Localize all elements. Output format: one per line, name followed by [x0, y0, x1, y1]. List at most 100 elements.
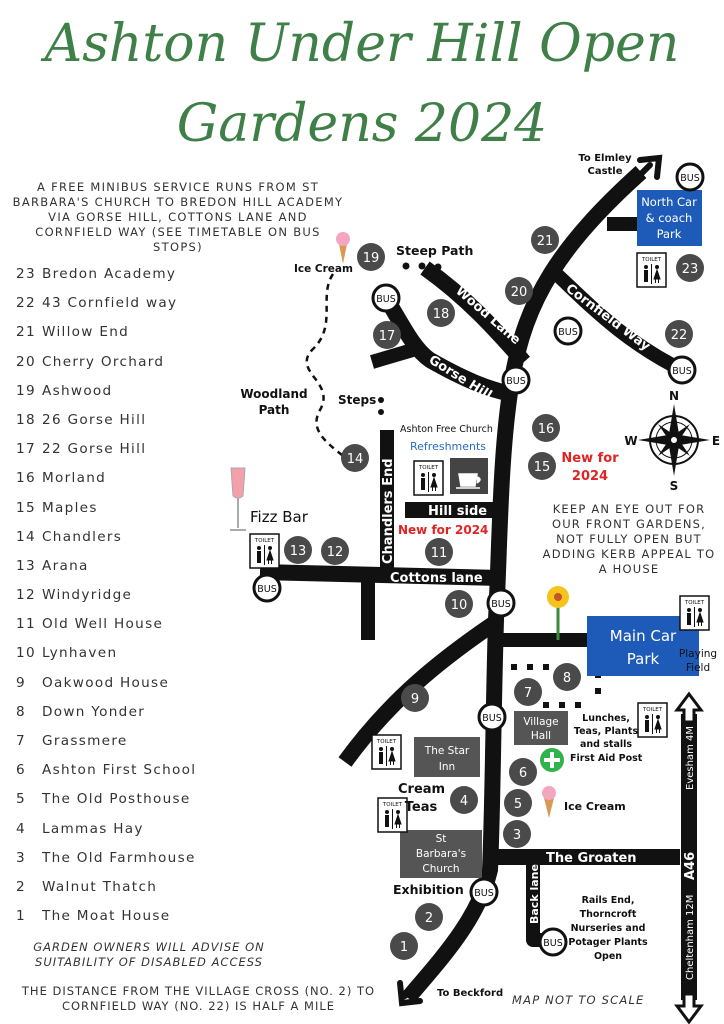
- garden-marker-5[interactable]: [504, 789, 532, 817]
- bus-stop-icon[interactable]: [469, 877, 499, 907]
- bus-stop-label: BUS: [543, 938, 563, 949]
- front-gardens-note: Keep an eye out for our front gardens, n…: [542, 502, 716, 576]
- toilet-icons: TOILETTOILETTOILETTOILETTOILETTOILETTOIL…: [249, 252, 710, 833]
- garden-marker-number: 1: [400, 940, 408, 955]
- title-line-1: Ashton Under Hill Open: [44, 14, 680, 74]
- bus-stop-icon[interactable]: [252, 573, 282, 603]
- garden-marker-number: 13: [290, 544, 307, 559]
- garden-marker-10[interactable]: [445, 590, 473, 618]
- garden-marker-3[interactable]: [503, 820, 531, 848]
- refreshments-label: Refreshments: [410, 440, 487, 453]
- garden-marker-17[interactable]: [373, 321, 401, 349]
- st-barbaras-box[interactable]: [400, 830, 482, 878]
- bus-stop-icon[interactable]: [667, 355, 697, 385]
- garden-marker-11[interactable]: [425, 538, 453, 566]
- ice-cream-icon: [336, 232, 350, 264]
- garden-marker-4[interactable]: [450, 786, 478, 814]
- woodland-path-label: Woodland Path: [240, 387, 308, 417]
- compass-e: E: [712, 434, 720, 448]
- bus-stop-icon[interactable]: [501, 365, 531, 395]
- title-line-2: Gardens 2024: [176, 94, 548, 154]
- bakers-lane-road: [338, 615, 501, 767]
- bus-stop-icon[interactable]: [477, 702, 507, 732]
- garden-marker-number: 22: [671, 328, 688, 343]
- garden-marker-20[interactable]: [505, 277, 533, 305]
- garden-marker-13[interactable]: [284, 536, 312, 564]
- bus-stop-icon[interactable]: [538, 927, 568, 957]
- bus-stop-icon[interactable]: [553, 316, 583, 346]
- garden-marker-8[interactable]: [553, 663, 581, 691]
- north-car-park-box[interactable]: [637, 190, 702, 246]
- toilet-icon: TOILET: [371, 734, 402, 770]
- garden-marker-19[interactable]: [357, 243, 385, 271]
- village-hall-box[interactable]: [514, 711, 568, 745]
- north-car-park-label-2: & coach: [646, 211, 693, 225]
- bus-stop-icon[interactable]: [371, 283, 401, 313]
- free-church-label: Ashton Free Church: [400, 424, 493, 435]
- garden-marker-6[interactable]: [509, 758, 537, 786]
- garden-marker-23[interactable]: [676, 254, 704, 282]
- main-car-park-label-1: Main Car: [610, 627, 677, 645]
- garden-marker-9[interactable]: [401, 684, 429, 712]
- garden-marker-7[interactable]: [514, 678, 542, 706]
- steep-path-dot: [402, 262, 410, 270]
- bus-stop-label: BUS: [680, 173, 700, 184]
- garden-marker-1[interactable]: [390, 932, 418, 960]
- garden-marker-14[interactable]: [341, 444, 369, 472]
- garden-marker-number: 21: [537, 234, 554, 249]
- garden-marker-16[interactable]: [532, 414, 560, 442]
- garden-marker-12[interactable]: [321, 537, 349, 565]
- bus-stop-label: BUS: [474, 888, 494, 899]
- svg-text:TOILET: TOILET: [418, 465, 439, 471]
- svg-text:TOILET: TOILET: [642, 707, 663, 713]
- car-park-path-dot: [527, 664, 533, 670]
- st-barbaras-label-2: Barbara's: [416, 848, 466, 860]
- garden-marker-15[interactable]: [528, 452, 556, 480]
- car-park-path-dot: [595, 688, 601, 694]
- car-park-path-dot: [511, 664, 517, 670]
- steep-path-dot: [434, 263, 442, 271]
- svg-text:TOILET: TOILET: [684, 600, 705, 606]
- star-inn-box[interactable]: [414, 737, 480, 777]
- toilet-icon: TOILET: [413, 460, 444, 496]
- garden-marker-21[interactable]: [531, 226, 559, 254]
- garden-marker-22[interactable]: [665, 320, 693, 348]
- bus-stop-icon[interactable]: [486, 588, 516, 618]
- champagne-glass-icon: [230, 467, 246, 531]
- first-aid-label: First Aid Post: [570, 753, 643, 764]
- star-inn-label-1: The Star: [424, 745, 470, 757]
- bus-stop-icon[interactable]: [675, 162, 705, 192]
- garden-marker-number: 10: [451, 598, 468, 613]
- ice-cream-label: Ice Cream: [294, 263, 353, 275]
- back-lane-label: Back lane: [528, 864, 541, 924]
- garden-marker-number: 19: [363, 251, 380, 266]
- garden-marker-18[interactable]: [427, 299, 455, 327]
- garden-marker-2[interactable]: [415, 903, 443, 931]
- garden-marker-number: 2: [425, 911, 433, 926]
- bus-stop-label: BUS: [482, 713, 502, 724]
